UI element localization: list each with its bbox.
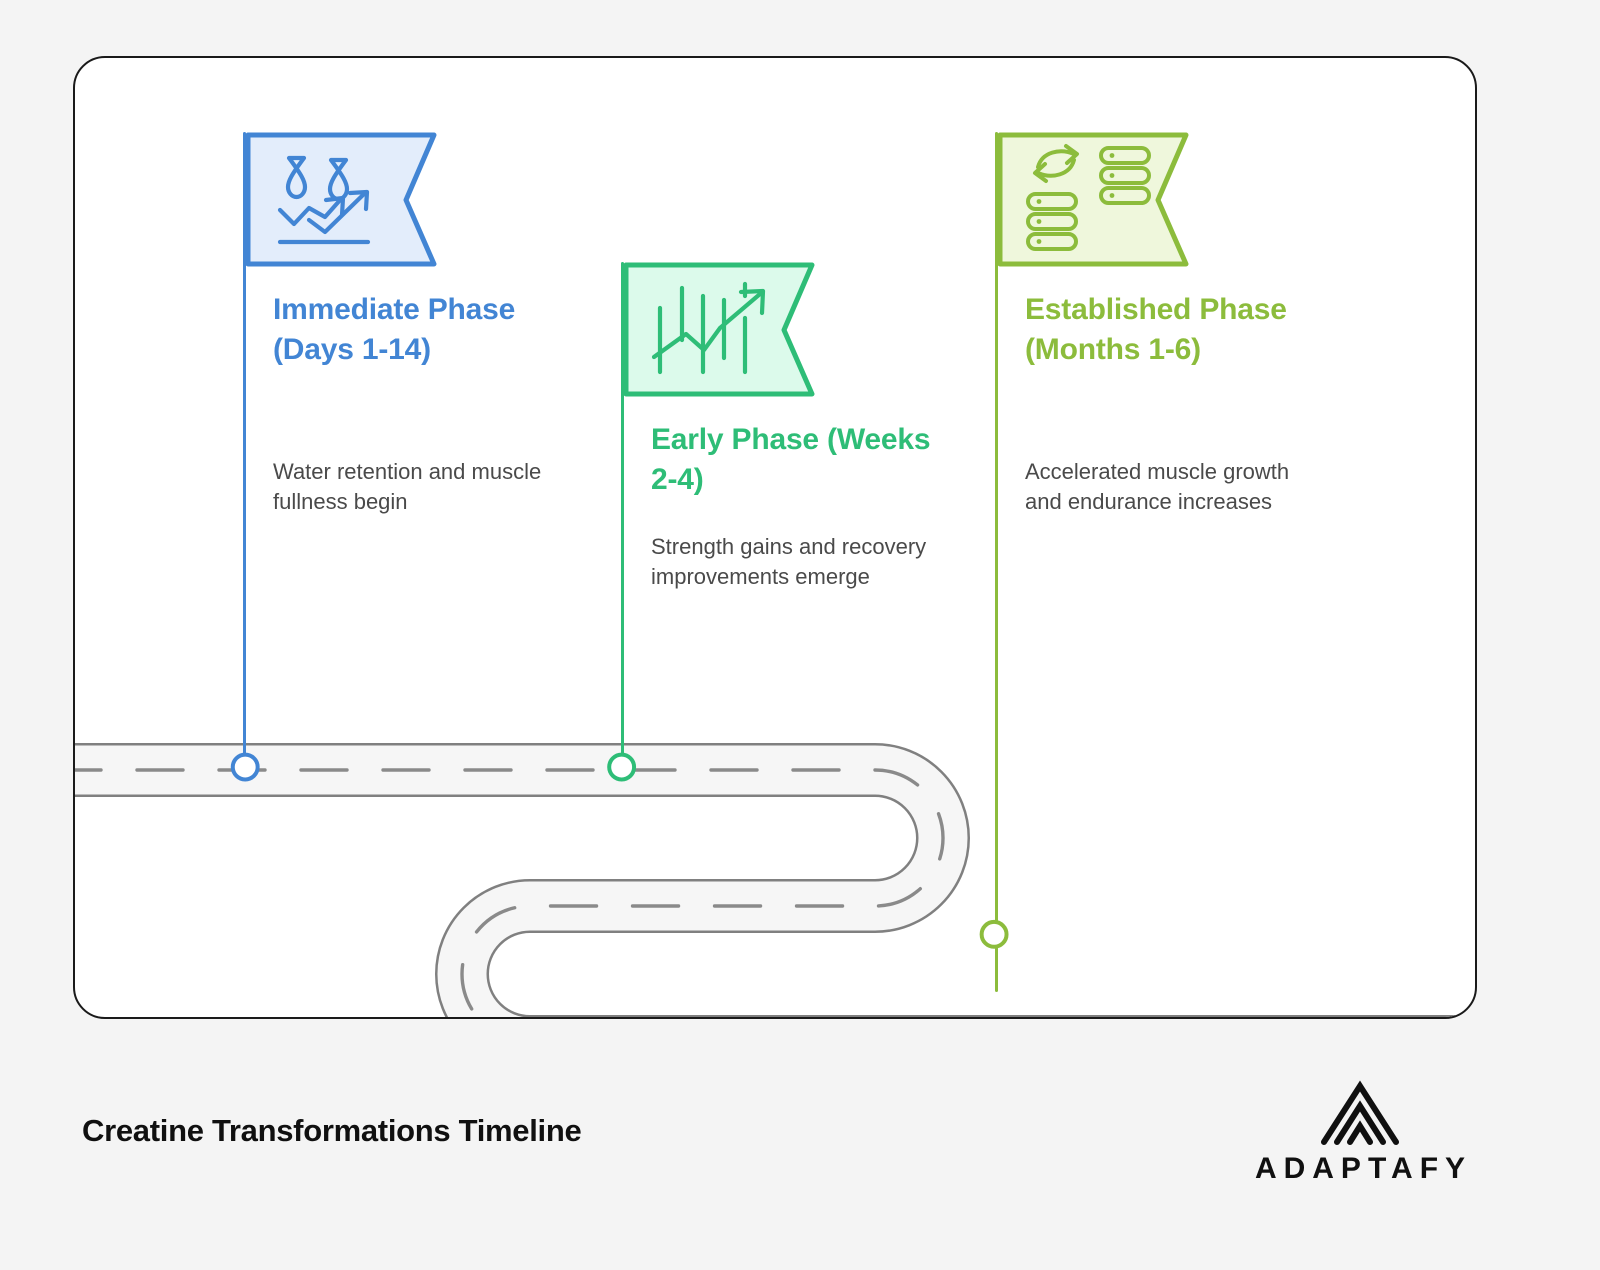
water-drops-growth-arrow-icon [246,132,437,267]
page-title: Creatine Transformations Timeline [82,1113,582,1148]
flag-immediate-phase [246,132,442,267]
milestone-title-immediate: Immediate Phase (Days 1-14) [273,293,516,366]
milestone-pole-immediate [243,132,246,772]
bar-chart-trend-arrow-icon [624,262,815,397]
timeline-card: Immediate Phase (Days 1-14) Water retent… [73,56,1477,1019]
milestone-title-early: Early Phase (Weeks 2-4) [651,423,931,496]
road-center-dashes [75,768,1475,1017]
milestone-description-established: Accelerated muscle growth and endurance … [1025,459,1290,515]
milestone-description-immediate: Water retention and muscle fullness begi… [273,459,542,515]
milestone-pole-early [621,262,624,772]
milestone-description-early: Strength gains and recovery improvements… [651,534,927,590]
road-edge [75,770,1475,1017]
brand-name: ADAPTAFY [1254,1152,1473,1185]
milestone-title-established: Established Phase (Months 1-6) [1025,293,1287,366]
flag-established-phase [998,132,1194,267]
milestone-pole-established [995,132,998,992]
timeline-card-inner: Immediate Phase (Days 1-14) Water retent… [75,58,1475,1017]
flag-early-phase [624,262,820,397]
data-transfer-servers-icon [998,132,1189,267]
road-surface [75,770,1475,1017]
brand-block: ADAPTAFY [1230,1074,1490,1186]
adaptafy-logo-icon [1321,1080,1399,1145]
